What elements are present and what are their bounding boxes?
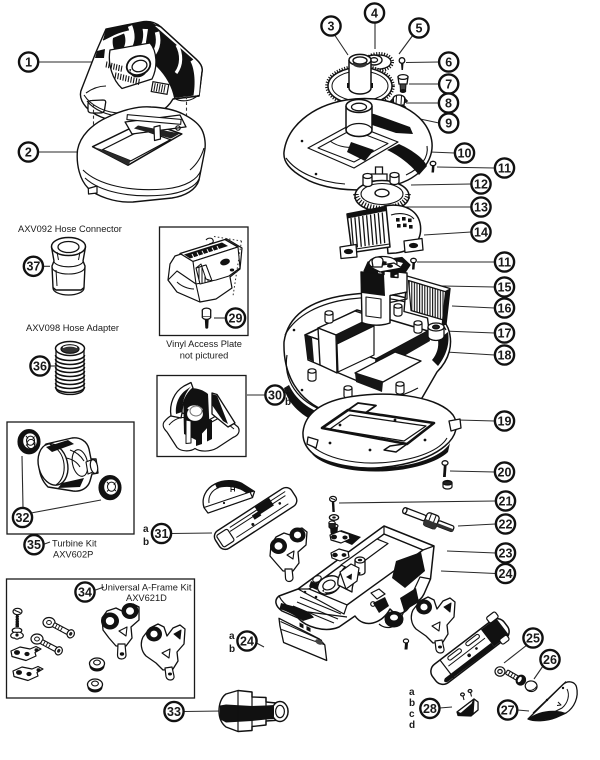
svg-text:a: a bbox=[143, 524, 149, 535]
svg-text:33: 33 bbox=[167, 705, 181, 719]
svg-text:Vinyl Access Plate: Vinyl Access Plate bbox=[166, 339, 242, 349]
svg-text:18: 18 bbox=[498, 348, 512, 362]
svg-text:c: c bbox=[409, 709, 415, 720]
svg-text:13: 13 bbox=[474, 200, 488, 214]
svg-text:4: 4 bbox=[371, 6, 378, 20]
svg-text:29: 29 bbox=[229, 311, 243, 325]
svg-text:2: 2 bbox=[25, 145, 32, 159]
svg-text:not pictured: not pictured bbox=[180, 351, 229, 361]
svg-text:35: 35 bbox=[27, 538, 41, 552]
svg-text:32: 32 bbox=[16, 511, 30, 525]
svg-text:25: 25 bbox=[526, 631, 540, 645]
svg-text:Universal A-Frame Kit: Universal A-Frame Kit bbox=[101, 583, 192, 593]
svg-text:28: 28 bbox=[423, 702, 437, 716]
svg-text:27: 27 bbox=[501, 703, 515, 717]
svg-text:a: a bbox=[229, 631, 235, 642]
svg-text:b: b bbox=[143, 537, 149, 548]
svg-text:37: 37 bbox=[26, 260, 40, 274]
svg-text:14: 14 bbox=[474, 225, 488, 239]
svg-text:22: 22 bbox=[499, 517, 513, 531]
svg-text:16: 16 bbox=[498, 301, 512, 315]
svg-text:6: 6 bbox=[445, 55, 452, 69]
svg-text:AXV092 Hose Connector: AXV092 Hose Connector bbox=[18, 224, 122, 234]
svg-text:7: 7 bbox=[445, 77, 452, 91]
svg-text:34: 34 bbox=[78, 585, 92, 599]
svg-text:8: 8 bbox=[445, 96, 452, 110]
svg-text:a: a bbox=[409, 687, 415, 698]
svg-text:d: d bbox=[409, 720, 415, 731]
svg-text:1: 1 bbox=[25, 55, 32, 69]
svg-text:15: 15 bbox=[498, 280, 512, 294]
svg-text:30: 30 bbox=[268, 388, 282, 402]
svg-text:20: 20 bbox=[498, 465, 512, 479]
svg-text:23: 23 bbox=[499, 546, 513, 560]
svg-text:31: 31 bbox=[155, 527, 169, 541]
svg-text:AXV098 Hose Adapter: AXV098 Hose Adapter bbox=[26, 323, 119, 333]
svg-text:19: 19 bbox=[498, 414, 512, 428]
svg-text:26: 26 bbox=[543, 653, 557, 667]
svg-text:10: 10 bbox=[458, 146, 472, 160]
svg-text:21: 21 bbox=[499, 494, 513, 508]
svg-text:AXV621D: AXV621D bbox=[126, 593, 167, 603]
svg-text:9: 9 bbox=[445, 116, 452, 130]
svg-text:24: 24 bbox=[499, 567, 513, 581]
svg-text:36: 36 bbox=[33, 359, 47, 373]
svg-text:a: a bbox=[285, 384, 291, 395]
svg-text:24: 24 bbox=[240, 634, 254, 648]
svg-text:11: 11 bbox=[498, 161, 511, 175]
svg-text:b: b bbox=[285, 397, 291, 408]
svg-text:12: 12 bbox=[474, 177, 488, 191]
svg-text:3: 3 bbox=[328, 19, 335, 33]
svg-text:AXV602P: AXV602P bbox=[53, 550, 93, 560]
svg-text:Turbine Kit: Turbine Kit bbox=[52, 539, 97, 549]
svg-text:17: 17 bbox=[498, 326, 512, 340]
svg-text:b: b bbox=[409, 698, 415, 709]
svg-text:5: 5 bbox=[416, 21, 423, 35]
svg-text:11: 11 bbox=[498, 255, 511, 269]
svg-text:b: b bbox=[229, 644, 235, 655]
